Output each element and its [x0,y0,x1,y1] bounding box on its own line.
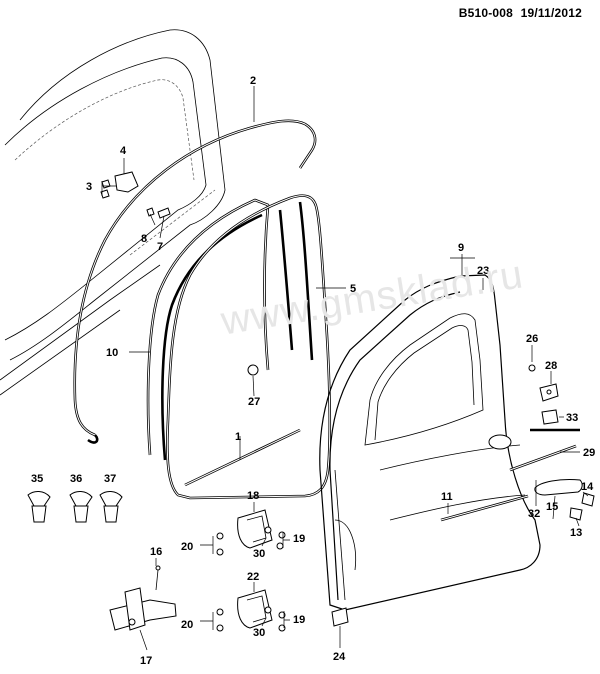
part-24-pad [331,607,349,627]
part-11-belt-moulding [440,494,529,522]
callout-13: 13 [570,527,582,539]
callout-30-upper: 30 [253,548,265,560]
part-35-clip [27,491,51,523]
callout-18: 18 [247,490,259,502]
callout-32: 32 [528,508,540,520]
callout-14: 14 [581,481,594,493]
callout-23: 23 [477,265,489,277]
callout-8: 8 [141,233,147,245]
callout-15: 15 [546,501,558,513]
callout-4: 4 [120,145,127,157]
callout-28: 28 [545,360,557,372]
part-36-clip [69,491,93,523]
diagram-date: 19/11/2012 [520,6,582,20]
part-5-door-weatherstrip [166,194,332,500]
diagram-code: B510-008 [458,6,514,20]
callout-20-lower: 20 [181,619,193,631]
callout-19-lower: 19 [293,614,305,626]
callout-36: 36 [70,473,82,485]
part-17-door-check [109,587,177,631]
part-2-body-weatherstrip [73,119,317,444]
part-18-upper-door-hinge [237,509,273,549]
part-16-bolt [155,565,161,591]
callout-labels: 1 2 3 4 5 7 8 9 10 11 13 14 15 16 17 18 … [31,75,595,667]
callout-11: 11 [441,491,453,503]
callout-35: 35 [31,473,43,485]
callout-20-upper: 20 [181,541,193,553]
part-14-cap [581,492,595,507]
callout-26: 26 [526,333,538,345]
part-27-plug [247,364,259,376]
hinge-bolts [216,526,286,632]
callout-29: 29 [583,447,595,459]
callout-16: 16 [150,546,162,558]
callout-37: 37 [104,473,116,485]
part-26-bolt [528,364,536,372]
callout-24: 24 [333,651,346,663]
part-29-outer-belt-strip [509,428,580,472]
callout-17: 17 [140,655,152,667]
part-10-glass-run [146,198,270,461]
part-28-bracket [539,383,559,402]
callout-9: 9 [458,242,464,254]
callout-7: 7 [157,241,163,253]
callout-33: 33 [566,412,578,424]
callout-1: 1 [235,431,241,443]
callout-22: 22 [247,571,259,583]
part-15-door-handle [534,479,583,496]
callout-19-upper: 19 [293,533,305,545]
callout-5: 5 [350,283,356,295]
part-4-upper-hinge [100,171,171,219]
callout-10: 10 [106,347,118,359]
diagram-header: B510-008 19/11/2012 [455,6,582,20]
leader-lines [101,86,589,651]
part-22-lower-door-hinge [237,589,273,629]
part-13-cap [569,507,583,521]
callout-30-lower: 30 [253,627,265,639]
part-1-lower-seal [184,428,301,487]
part-9-23-door-panel [319,274,541,611]
callout-27: 27 [248,396,260,408]
callout-2: 2 [250,75,256,87]
part-33-clip [541,409,559,425]
body-side-frame [0,29,226,396]
callout-3: 3 [86,181,92,193]
part-37-clip [99,491,123,523]
